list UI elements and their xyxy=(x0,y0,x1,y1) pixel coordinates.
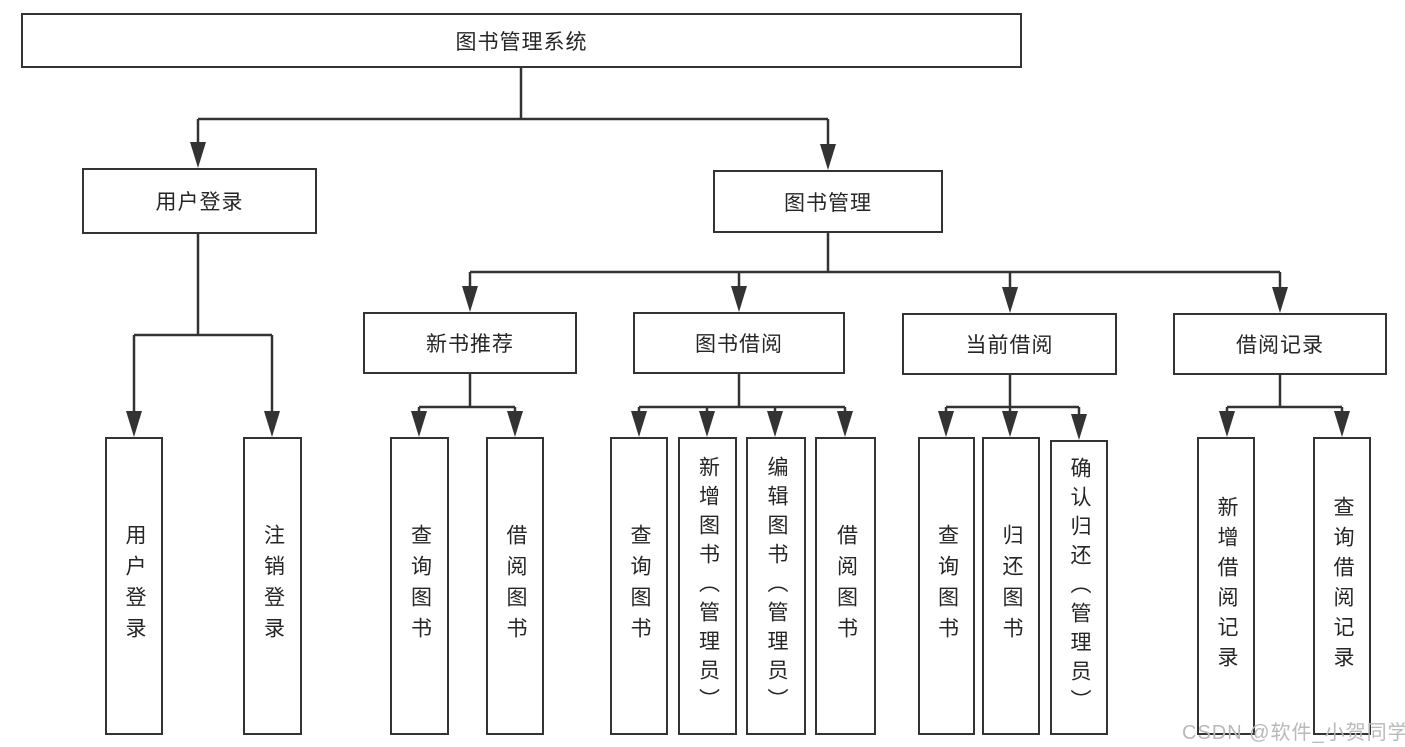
leaf-add-borrow-record-label: 新增借阅记录 xyxy=(1215,496,1238,676)
leaf-query-books-recommend-label: 查询图书 xyxy=(408,524,432,648)
arrow-down-icons xyxy=(126,142,1350,440)
leaf-query-books-current-label: 查询图书 xyxy=(935,524,959,648)
csdn-watermark: CSDN @软件_小贺同学 xyxy=(1182,722,1405,744)
tree-edges xyxy=(132,68,1344,415)
node-new-book-recommend: 新书推荐 xyxy=(363,312,577,374)
leaf-logout: 注销登录 xyxy=(243,437,302,735)
leaf-confirm-return-admin-label: 确认归还（管理员） xyxy=(1068,457,1091,718)
leaf-borrow-books-borrowing: 借阅图书 xyxy=(815,437,876,735)
node-borrow-records: 借阅记录 xyxy=(1173,313,1387,375)
leaf-edit-book-admin: 编辑图书（管理员） xyxy=(746,437,806,735)
leaf-query-books-recommend: 查询图书 xyxy=(390,437,449,735)
leaf-edit-book-admin-label: 编辑图书（管理员） xyxy=(765,455,788,717)
leaf-add-book-admin-label: 新增图书（管理员） xyxy=(696,455,720,717)
leaf-query-books-borrowing: 查询图书 xyxy=(610,437,668,735)
node-book-borrowing-label: 图书借阅 xyxy=(695,333,783,356)
leaf-logout-label: 注销登录 xyxy=(261,524,285,648)
leaf-query-books-borrowing-label: 查询图书 xyxy=(628,524,651,648)
leaf-borrow-books-recommend-label: 借阅图书 xyxy=(504,524,527,648)
node-book-management: 图书管理 xyxy=(713,170,943,233)
leaf-add-borrow-record: 新增借阅记录 xyxy=(1197,437,1255,735)
node-library-system-label: 图书管理系统 xyxy=(455,30,588,54)
node-user-login-label: 用户登录 xyxy=(155,191,244,214)
leaf-borrow-books-recommend: 借阅图书 xyxy=(486,437,544,735)
leaf-borrow-books-borrowing-label: 借阅图书 xyxy=(834,524,858,648)
leaf-user-login: 用户登录 xyxy=(105,437,163,735)
node-current-borrowing: 当前借阅 xyxy=(902,313,1117,375)
node-new-book-recommend-label: 新书推荐 xyxy=(426,333,514,356)
leaf-query-books-current: 查询图书 xyxy=(918,437,975,735)
node-current-borrowing-label: 当前借阅 xyxy=(965,334,1054,357)
leaf-return-books: 归还图书 xyxy=(982,437,1040,735)
node-borrow-records-label: 借阅记录 xyxy=(1236,334,1324,357)
leaf-confirm-return-admin: 确认归还（管理员） xyxy=(1050,440,1108,735)
node-user-login: 用户登录 xyxy=(82,168,317,234)
leaf-user-login-label: 用户登录 xyxy=(123,524,146,648)
leaf-query-borrow-record-label: 查询借阅记录 xyxy=(1331,496,1354,676)
leaf-query-borrow-record: 查询借阅记录 xyxy=(1313,437,1371,735)
node-book-borrowing: 图书借阅 xyxy=(633,312,845,374)
node-book-management-label: 图书管理 xyxy=(784,191,872,215)
leaf-return-books-label: 归还图书 xyxy=(1000,524,1023,648)
leaf-add-book-admin: 新增图书（管理员） xyxy=(678,437,737,735)
node-library-system: 图书管理系统 xyxy=(21,13,1022,68)
